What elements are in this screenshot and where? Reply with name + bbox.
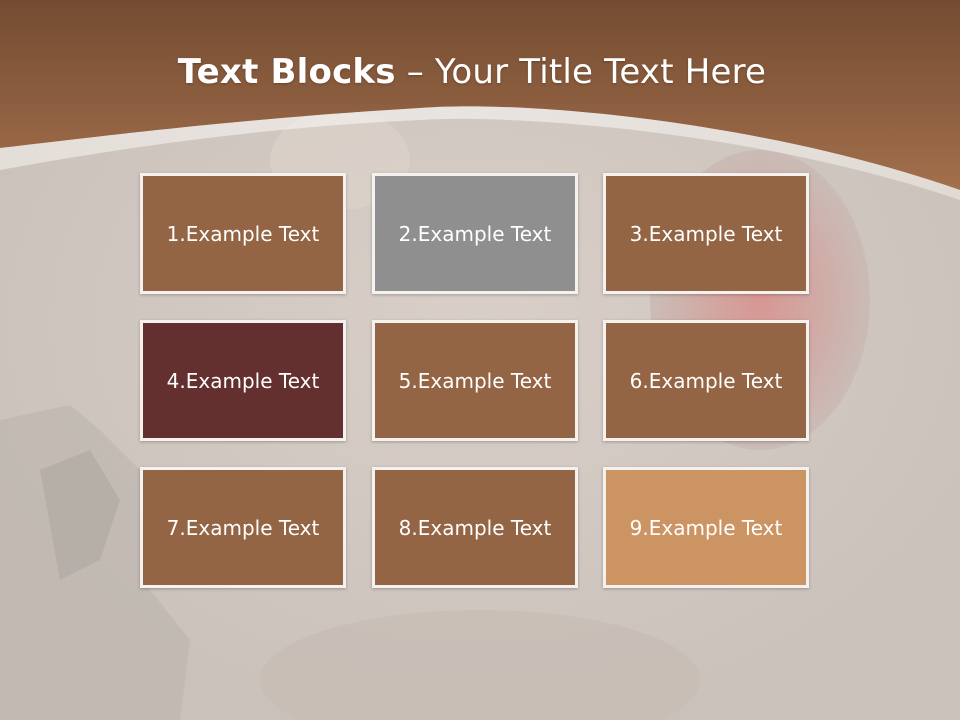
title-dash: – [395,52,435,92]
header-band [0,0,960,200]
text-block-3[interactable]: 3.Example Text [603,173,809,294]
slide-title: Text Blocks – Your Title Text Here [0,52,944,92]
text-block-2[interactable]: 2.Example Text [372,173,578,294]
text-block-9[interactable]: 9.Example Text [603,467,809,588]
text-block-8[interactable]: 8.Example Text [372,467,578,588]
text-block-6[interactable]: 6.Example Text [603,320,809,441]
text-block-5[interactable]: 5.Example Text [372,320,578,441]
title-bold: Text Blocks [177,52,396,92]
title-rest: Your Title Text Here [434,52,767,92]
text-block-4[interactable]: 4.Example Text [140,320,346,441]
text-block-1[interactable]: 1.Example Text [140,173,346,294]
text-block-7[interactable]: 7.Example Text [140,467,346,588]
